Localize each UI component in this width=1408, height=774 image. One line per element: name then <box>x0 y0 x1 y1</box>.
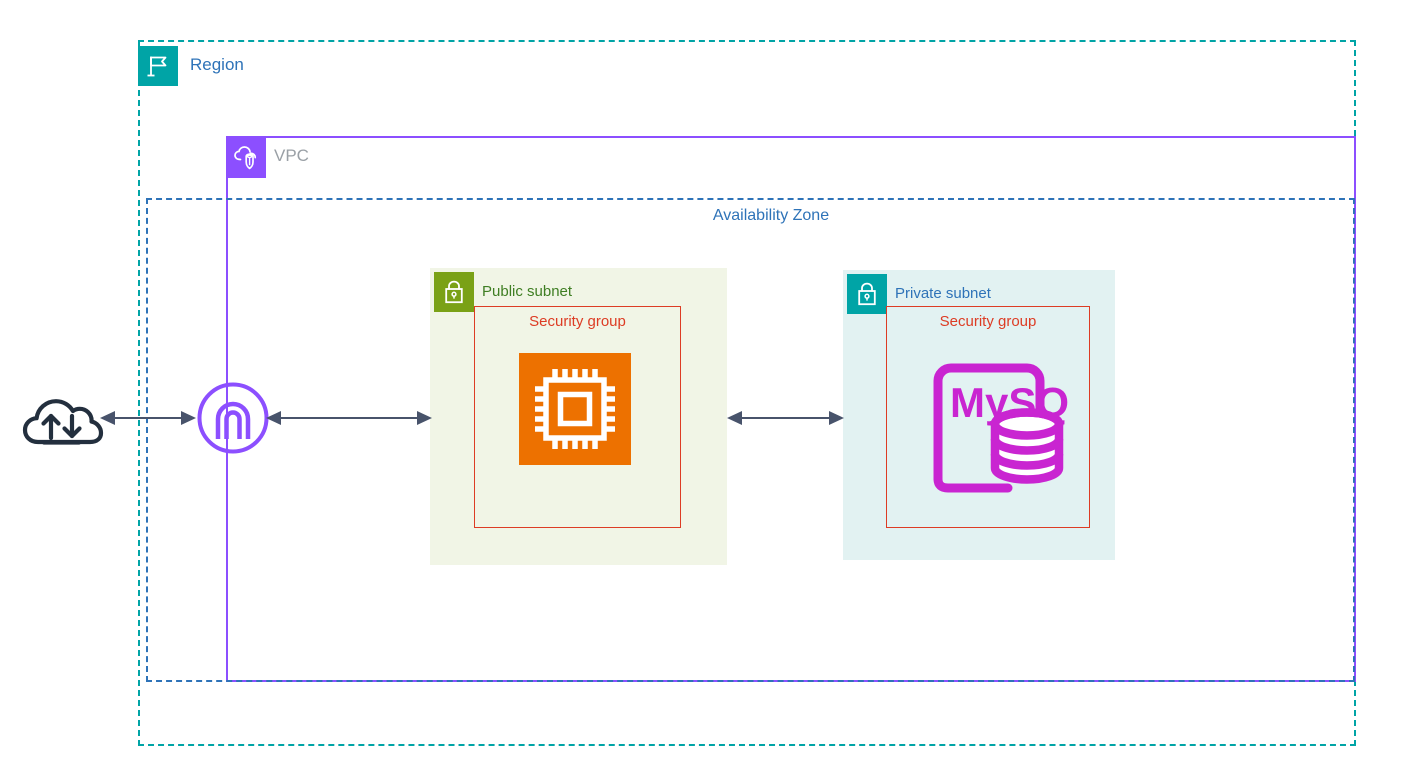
internet-cloud-arrows-icon <box>22 392 104 448</box>
arrow-gateway-to-public-subnet <box>266 411 432 425</box>
vpc-cloud-icon <box>226 138 266 178</box>
public-security-group-label: Security group <box>529 313 626 330</box>
region-label: Region <box>190 55 244 74</box>
private-subnet-label: Private subnet <box>895 285 991 302</box>
internet-gateway-icon <box>196 381 270 455</box>
mysql-database-icon: MySQL <box>922 355 1095 495</box>
arrow-internet-to-gateway <box>100 411 196 425</box>
arrow-public-to-private-subnet <box>727 411 844 425</box>
private-security-group-boundary <box>886 306 1090 528</box>
vpc-label: VPC <box>274 146 309 165</box>
availability-zone-label: Availability Zone <box>712 207 830 224</box>
private-subnet-area <box>843 270 1115 560</box>
private-security-group-label: Security group <box>939 313 1037 330</box>
region-flag-icon <box>138 46 178 86</box>
availability-zone-boundary <box>146 198 1355 682</box>
ec2-chip-icon <box>519 353 631 465</box>
public-security-group-boundary <box>474 306 681 528</box>
public-subnet-lock-icon <box>434 272 474 312</box>
public-subnet-label: Public subnet <box>482 283 573 300</box>
private-subnet-lock-icon <box>847 274 887 314</box>
